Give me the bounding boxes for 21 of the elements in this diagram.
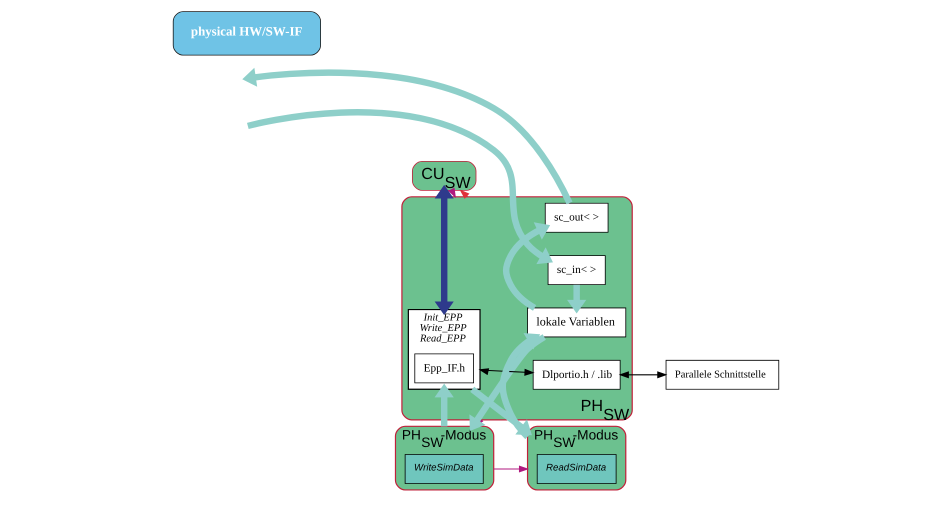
arrow <box>499 333 540 440</box>
arrow <box>493 465 529 473</box>
node-box: WriteSimData <box>404 454 484 484</box>
arrow <box>566 284 586 314</box>
node-box: physical HW/SW-IF <box>172 11 320 56</box>
node-box: Dlportio.h / .lib <box>532 360 620 390</box>
arrow <box>618 371 667 378</box>
arrow <box>468 334 546 431</box>
node-box: sc_in< > <box>547 255 606 285</box>
node-box: lokale Variablen <box>526 308 626 338</box>
arrow <box>478 368 534 376</box>
arrow <box>434 384 454 426</box>
node-box: Epp_IF.h <box>414 353 474 384</box>
arrow <box>502 222 550 311</box>
node-box: ReadSimData <box>536 454 616 484</box>
arrow <box>470 386 532 436</box>
node-box: Parallele Schnittstelle <box>665 360 779 390</box>
arrow <box>242 68 572 204</box>
node-box: sc_out< > <box>544 202 608 233</box>
arrow <box>246 109 552 264</box>
arrow <box>448 188 456 198</box>
